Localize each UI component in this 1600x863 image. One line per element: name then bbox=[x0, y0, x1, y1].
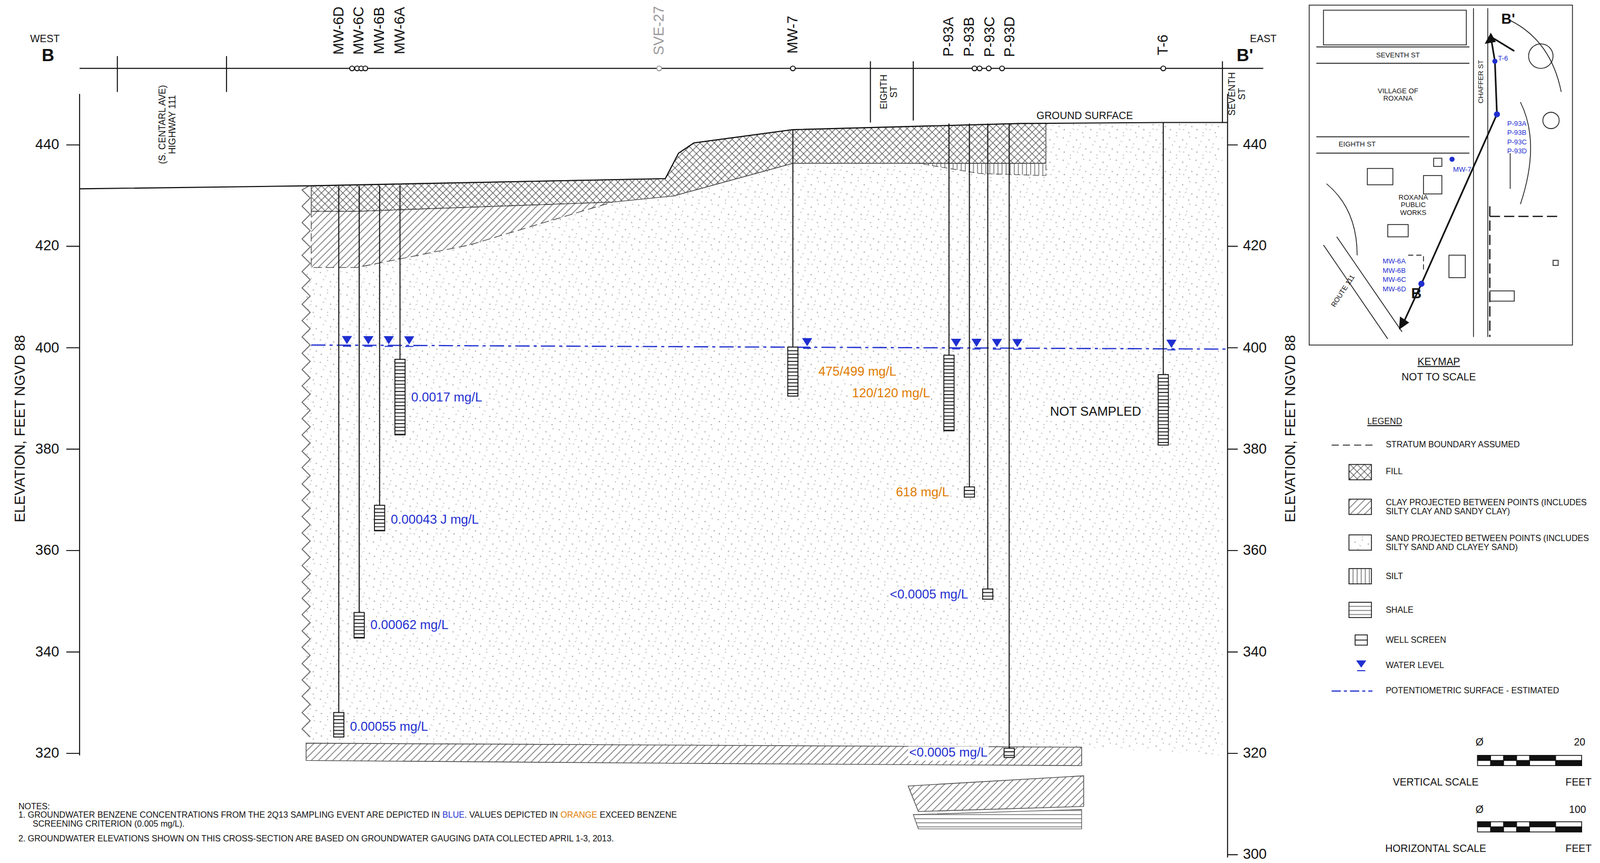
street-name: (S. CENTARL AVE) HIGHWAY 111 bbox=[158, 73, 179, 176]
concentration: 0.00062 mg/L bbox=[369, 618, 450, 633]
well-name: T-6 bbox=[1497, 54, 1508, 62]
concentration: 0.00043 J mg/L bbox=[389, 513, 480, 528]
tick-label: 420 bbox=[1242, 238, 1267, 255]
well-name: P-93A bbox=[941, 16, 957, 57]
legend-text: WELL SCREEN bbox=[1385, 635, 1595, 645]
well-name: P-93D bbox=[1002, 16, 1019, 57]
concentration: NOT SAMPLED bbox=[1049, 405, 1143, 420]
axis-title: ELEVATION, FEET NGVD 88 bbox=[1282, 334, 1299, 523]
well-name: MW-6D bbox=[1382, 284, 1406, 293]
concentration: 120/120 mg/L bbox=[851, 387, 932, 402]
concentration: <0.0005 mg/L bbox=[907, 746, 989, 761]
scale-label: FEET bbox=[1565, 842, 1593, 854]
legend-title: LEGEND bbox=[1367, 416, 1402, 427]
keymap-title: KEYMAP bbox=[1417, 355, 1460, 367]
street-name: SEVENTH ST bbox=[1227, 68, 1248, 120]
well-name: MW-6C bbox=[351, 6, 368, 55]
scale-label: 100 bbox=[1568, 803, 1586, 815]
section-end: B' bbox=[1501, 11, 1516, 28]
concentration: 0.0017 mg/L bbox=[410, 390, 484, 406]
well-name: MW-6A bbox=[392, 6, 409, 55]
scale-label: Ø bbox=[1475, 803, 1484, 815]
keymap-note: NOT TO SCALE bbox=[1401, 370, 1476, 382]
tick-label: 320 bbox=[35, 745, 59, 762]
road-name: ROUTE 111 bbox=[1329, 273, 1357, 309]
well-name: P-93A bbox=[1507, 119, 1527, 127]
street-name: EIGHTH ST bbox=[879, 71, 900, 113]
well-name: P-93C bbox=[981, 16, 998, 57]
note-text: BLUE bbox=[442, 808, 465, 819]
well-name: P-93B bbox=[961, 16, 978, 57]
tick-label: 440 bbox=[35, 136, 59, 153]
well-name: P-93C bbox=[1507, 137, 1527, 146]
tick-label: 440 bbox=[1242, 136, 1267, 153]
concentration: 0.00055 mg/L bbox=[349, 720, 430, 735]
legend-text: CLAY PROJECTED BETWEEN POINTS (INCLUDES … bbox=[1385, 497, 1595, 517]
street-name: SEVENTH ST bbox=[1376, 51, 1420, 59]
note-text: ORANGE bbox=[560, 808, 598, 819]
well-name: P-93B bbox=[1507, 129, 1527, 137]
tick-label: 380 bbox=[35, 441, 59, 458]
note-text: 2. GROUNDWATER ELEVATIONS SHOWN ON THIS … bbox=[18, 833, 686, 844]
section-end: B' bbox=[1236, 46, 1254, 66]
concentration: <0.0005 mg/L bbox=[889, 587, 970, 602]
tick-label: 320 bbox=[1242, 745, 1267, 762]
axis-title: ELEVATION, FEET NGVD 88 bbox=[12, 334, 29, 523]
well-name: MW-6A bbox=[1382, 257, 1406, 265]
scale-label: Ø bbox=[1475, 736, 1484, 748]
tick-label: 340 bbox=[35, 643, 59, 660]
well-name: MW-6C bbox=[1382, 275, 1406, 284]
legend-text: POTENTIOMETRIC SURFACE - ESTIMATED bbox=[1385, 686, 1595, 696]
tick-label: 340 bbox=[1242, 643, 1267, 660]
tick-label: 360 bbox=[1242, 542, 1267, 559]
section-end: B bbox=[1410, 285, 1422, 302]
tick-label: 380 bbox=[1242, 441, 1267, 458]
direction-label: EAST bbox=[1249, 33, 1277, 45]
place-name: ROXANA PUBLIC WORKS bbox=[1387, 193, 1439, 217]
direction-label: WEST bbox=[30, 33, 60, 45]
concentration: 618 mg/L bbox=[894, 485, 951, 500]
scale-label: 20 bbox=[1573, 736, 1586, 748]
well-name: P-93D bbox=[1507, 147, 1527, 155]
tick-label: 360 bbox=[35, 542, 59, 559]
legend-text: SILT bbox=[1385, 571, 1595, 582]
tick-label: 400 bbox=[35, 339, 59, 356]
legend-text: SAND PROJECTED BETWEEN POINTS (INCLUDES … bbox=[1385, 533, 1595, 552]
scale-label: VERTICAL SCALE bbox=[1393, 775, 1479, 787]
legend-text: SHALE bbox=[1385, 605, 1595, 616]
tick-label: 300 bbox=[1242, 846, 1267, 863]
section-end: B bbox=[41, 46, 55, 66]
well-name: T-6 bbox=[1155, 34, 1172, 56]
surface-label: GROUND SURFACE bbox=[1036, 109, 1133, 121]
legend-text: FILL bbox=[1385, 466, 1595, 477]
place-name: VILLAGE OF ROXANA bbox=[1372, 87, 1424, 103]
note-text: . VALUES DEPICTED IN bbox=[464, 808, 558, 819]
street-name: EIGHTH ST bbox=[1338, 140, 1376, 148]
note-text: 1. GROUNDWATER BENZENE CONCENTRATIONS FR… bbox=[18, 810, 686, 829]
concentration: 475/499 mg/L bbox=[817, 365, 898, 380]
well-name: MW-7 bbox=[785, 15, 802, 54]
well-name: SVE-27 bbox=[651, 5, 668, 55]
legend-text: WATER LEVEL bbox=[1385, 660, 1595, 670]
well-name: MW-6B bbox=[1382, 266, 1406, 274]
legend-text: STRATUM BOUNDARY ASSUMED bbox=[1385, 440, 1595, 450]
tick-label: 420 bbox=[35, 238, 59, 255]
well-name: MW-6D bbox=[330, 6, 347, 55]
scale-label: HORIZONTAL SCALE bbox=[1385, 842, 1487, 854]
well-name: MW-6B bbox=[371, 6, 388, 55]
well-name: MW-7 bbox=[1453, 165, 1472, 173]
street-name: CHAFFER ST bbox=[1476, 60, 1485, 104]
tick-label: 400 bbox=[1242, 339, 1267, 356]
scale-label: FEET bbox=[1565, 775, 1593, 787]
